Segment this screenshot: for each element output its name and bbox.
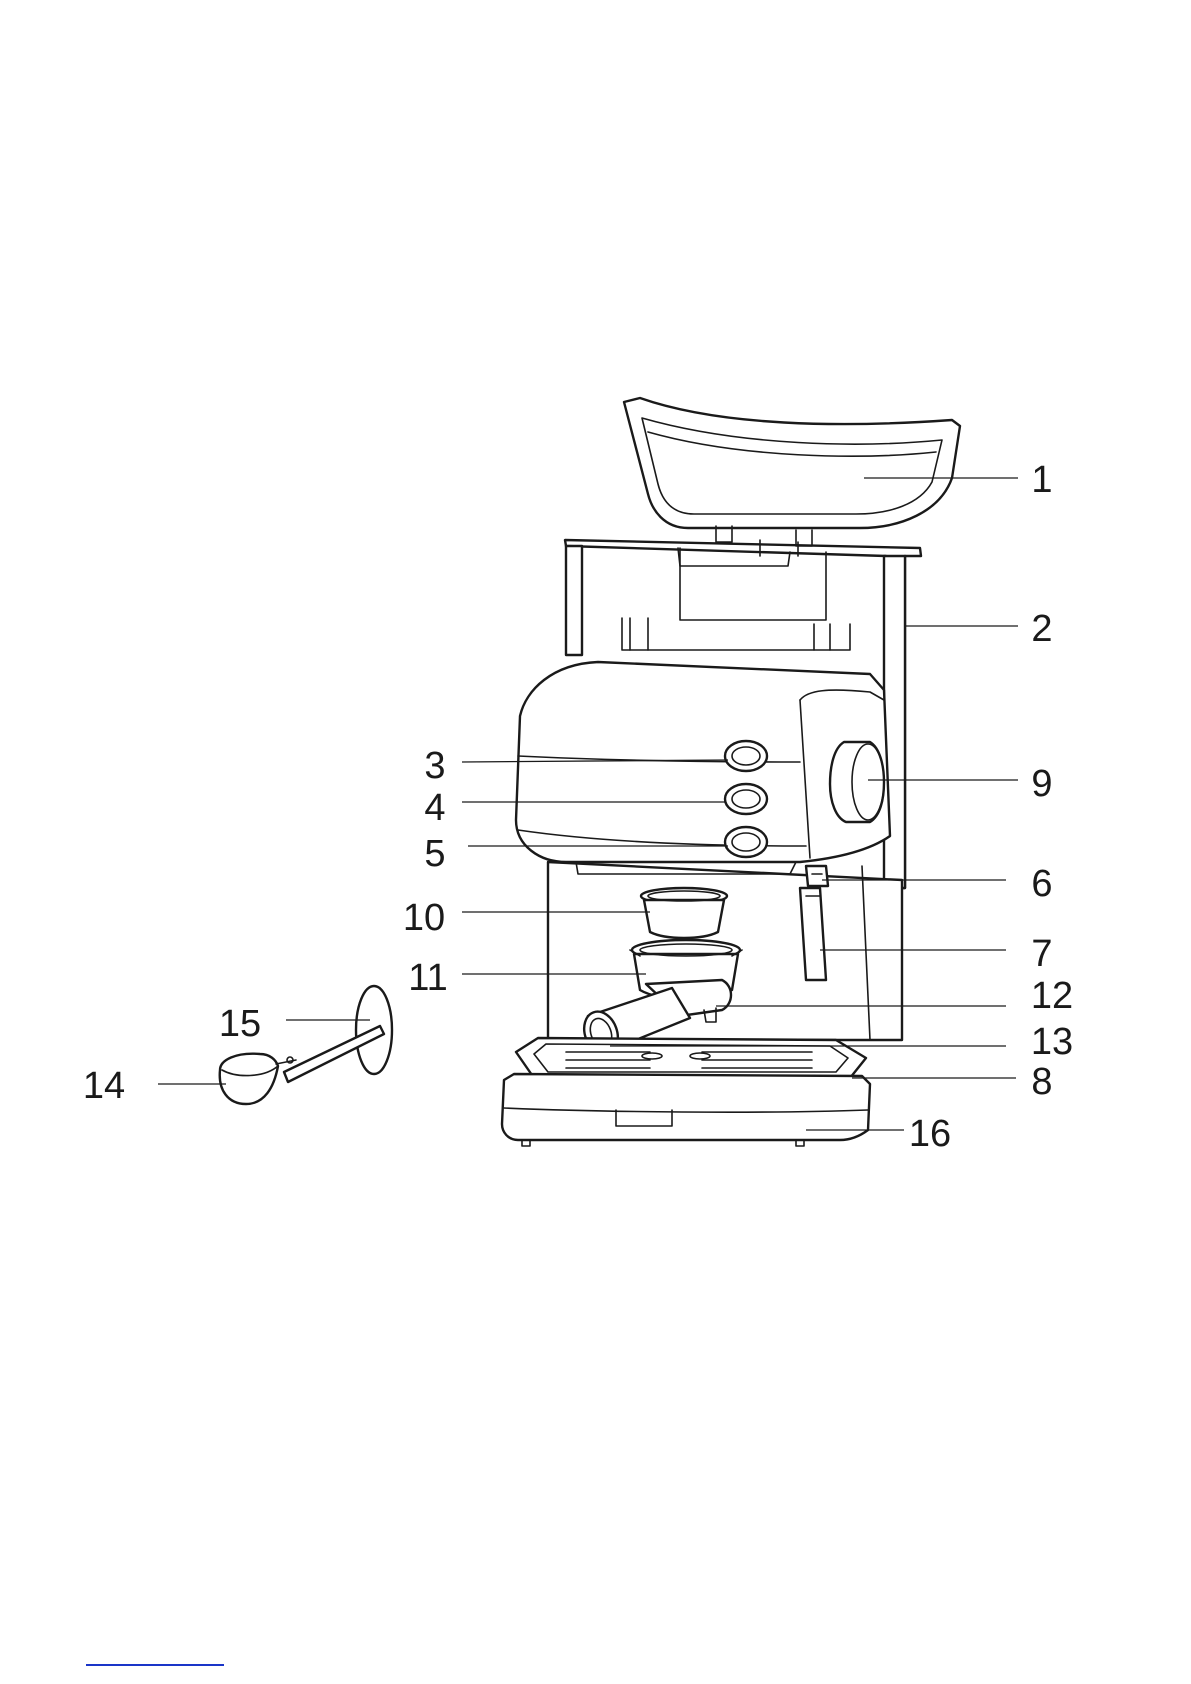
callout-5: 5 <box>424 833 445 875</box>
drip-tray <box>502 1074 870 1146</box>
control-knob <box>830 742 884 822</box>
filter-small <box>641 888 727 938</box>
drip-tray-grill <box>516 1038 866 1078</box>
tamper <box>284 986 392 1082</box>
steam-wand-knob <box>806 866 828 886</box>
steam-wand <box>800 888 826 980</box>
button-bottom <box>725 827 767 857</box>
callout-7: 7 <box>1031 933 1052 975</box>
callout-2: 2 <box>1031 608 1052 650</box>
callout-15: 15 <box>219 1003 261 1045</box>
callout-10: 10 <box>403 897 445 939</box>
callout-3: 3 <box>424 745 445 787</box>
button-middle <box>725 784 767 814</box>
measuring-spoon <box>220 1054 296 1104</box>
callout-4: 4 <box>424 787 445 829</box>
callout-1: 1 <box>1031 459 1052 501</box>
callout-13: 13 <box>1031 1021 1073 1063</box>
callout-14: 14 <box>83 1065 125 1107</box>
callout-8: 8 <box>1031 1061 1052 1103</box>
callout-6: 6 <box>1031 863 1052 905</box>
footer-link-underline[interactable] <box>86 1664 224 1666</box>
lid <box>624 398 960 546</box>
callout-12: 12 <box>1031 975 1073 1017</box>
callout-16: 16 <box>909 1113 951 1155</box>
callout-9: 9 <box>1031 763 1052 805</box>
button-top <box>725 741 767 771</box>
callout-11: 11 <box>408 957 447 999</box>
